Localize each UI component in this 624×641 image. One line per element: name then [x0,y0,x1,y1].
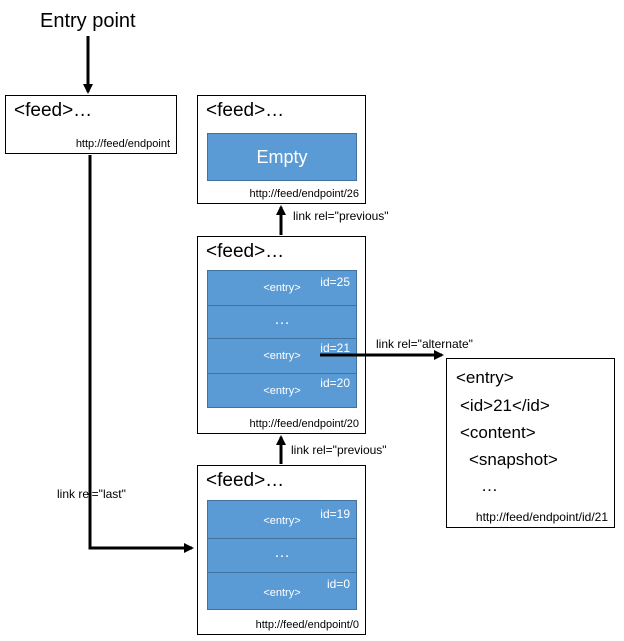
entry-doc-url: http://feed/endpoint/id/21 [475,510,608,524]
feed-page26-box: <feed>… Empty http://feed/endpoint/26 [197,95,366,204]
entry-tag: <entry> [263,587,301,599]
feed-root-url: http://feed/endpoint [75,138,170,150]
entry-row: <entry> id=0 [208,573,356,611]
entry-list-page20: <entry> id=25 … <entry> id=21 <entry> id… [207,270,357,408]
feed-page0-box: <feed>… <entry> id=19 … <entry> id=0 htt… [197,465,366,635]
entry-doc-line: <id>21</id> [460,396,550,415]
empty-block: Empty [207,133,357,181]
ellipsis: … [274,311,290,328]
entry-list-page0: <entry> id=19 … <entry> id=0 [207,500,357,610]
entry-tag: <entry> [263,350,301,362]
feed-page26-title: <feed>… [206,100,285,121]
entry-doc-line: <snapshot> [469,450,558,469]
feed-page20-url: http://feed/endpoint/20 [249,418,359,430]
ellipsis: … [274,544,290,561]
feed-page20-title: <feed>… [206,241,285,262]
entry-row: <entry> id=20 [208,374,356,409]
ellipsis-row: … [208,539,356,573]
feed-root-title: <feed>… [14,100,93,121]
entry-doc-box: <entry> <id>21</id> <content> <snapshot>… [446,358,615,528]
link-previous-upper-label: link rel="previous" [293,209,389,223]
entry-row: <entry> id=21 [208,339,356,374]
entry-row: <entry> id=25 [208,271,356,306]
entry-doc-line: <entry> [456,368,514,387]
feed-page0-title: <feed>… [206,470,285,491]
entry-tag: <entry> [263,515,301,527]
entry-tag: <entry> [263,282,301,294]
entry-doc-line: <content> [460,423,536,442]
feed-root-box: <feed>… http://feed/endpoint [5,95,177,154]
entry-id: id=25 [320,275,350,289]
entry-id: id=21 [320,341,350,355]
entry-point-label: Entry point [40,10,136,32]
entry-id: id=0 [326,577,350,591]
feed-page26-url: http://feed/endpoint/26 [249,188,359,200]
ellipsis-row: … [208,306,356,339]
feed-page0-url: http://feed/endpoint/0 [255,619,359,631]
entry-tag: <entry> [263,385,301,397]
feed-page20-box: <feed>… <entry> id=25 … <entry> id=21 <e… [197,236,366,434]
arrow-last [88,155,194,553]
entry-id: id=20 [320,376,350,390]
entry-id: id=19 [320,507,350,521]
empty-label: Empty [256,146,308,167]
entry-doc-line: … [481,476,498,495]
entry-row: <entry> id=19 [208,501,356,539]
link-alternate-label: link rel="alternate" [376,337,473,351]
link-previous-lower-label: link rel="previous" [291,443,387,457]
